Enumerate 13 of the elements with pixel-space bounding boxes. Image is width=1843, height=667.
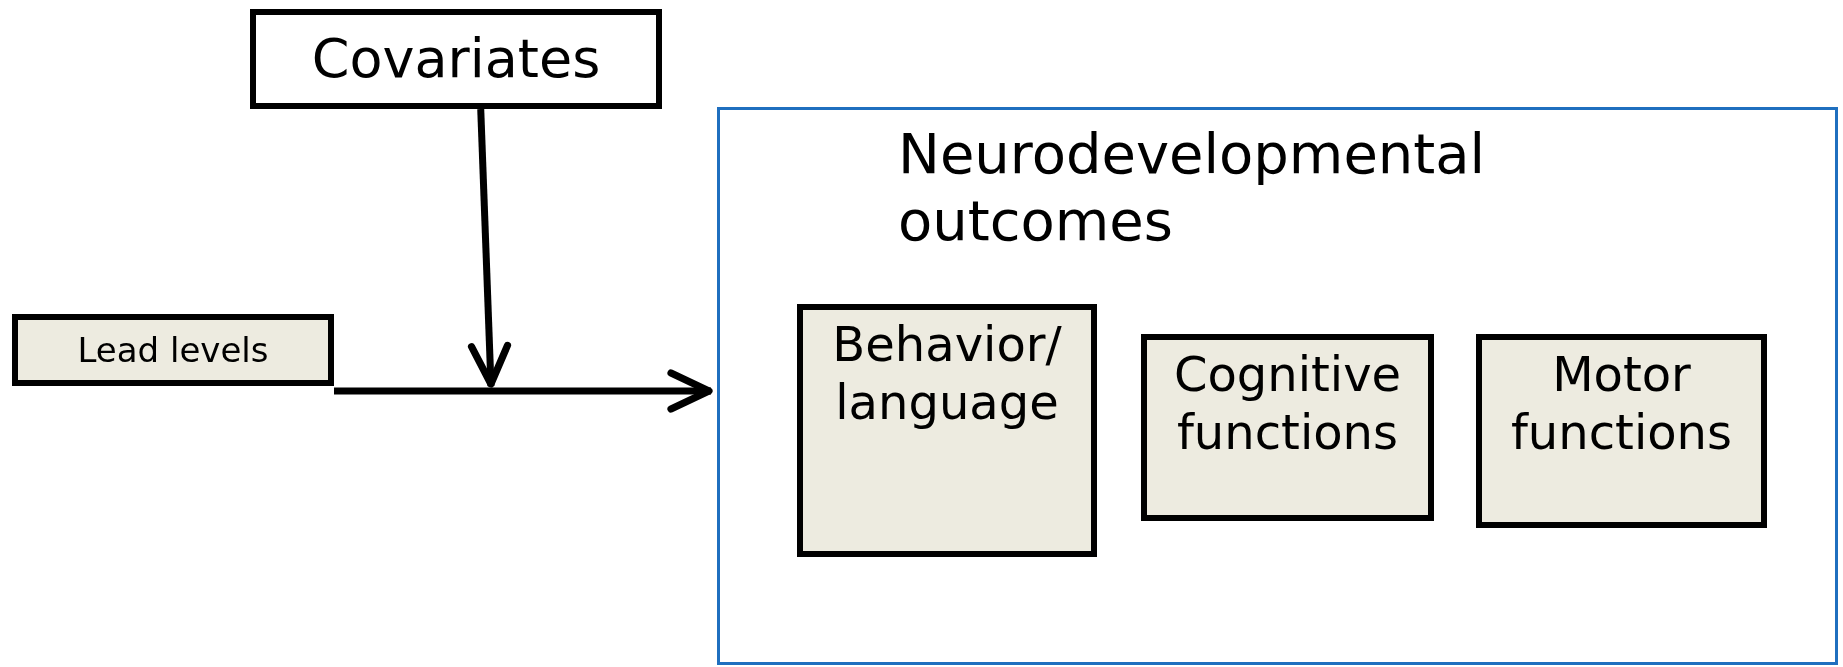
outcome-box xyxy=(1476,334,1767,528)
node-label: Covariates xyxy=(311,32,601,86)
node-label: Motor functions xyxy=(1509,346,1734,462)
node-label: Behavior/ language xyxy=(831,316,1063,432)
arrow xyxy=(467,108,512,388)
outcome-group-box xyxy=(717,107,1838,665)
outcome-box xyxy=(1141,334,1434,521)
node-label: Lead levels xyxy=(77,328,269,372)
exposure-box xyxy=(12,314,334,386)
node-label: Cognitive functions xyxy=(1172,346,1403,462)
outcome-box xyxy=(797,304,1097,557)
covariates-box xyxy=(250,9,662,109)
node-label: Neurodevelopmental outcomes xyxy=(898,120,1487,255)
